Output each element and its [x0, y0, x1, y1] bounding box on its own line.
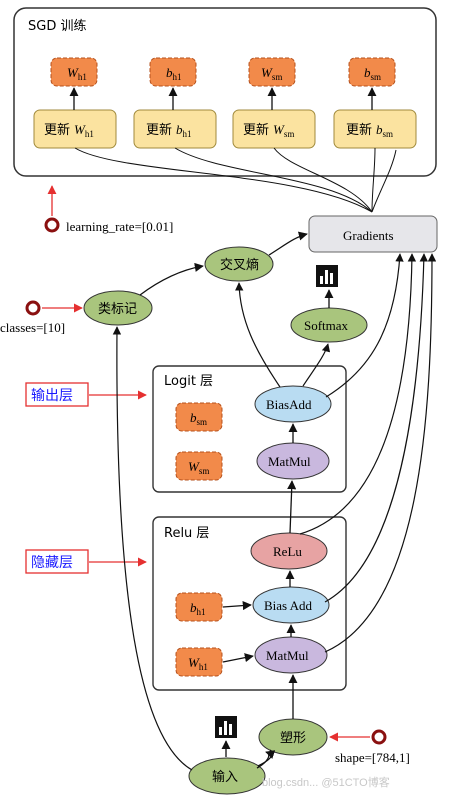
logit-title: Logit 层 — [164, 374, 213, 389]
learning-rate-source: learning_rate=[0.01] — [44, 185, 173, 234]
svg-text:Wh1: Wh1 — [67, 65, 87, 82]
logit-biasadd-node: BiasAdd — [254, 385, 332, 423]
update-b-sm: 更新 bsm — [333, 109, 417, 149]
softmax-node: Softmax — [290, 307, 368, 343]
output-layer-label: 输出层 — [25, 382, 147, 407]
relu-w-h1: Wh1 — [175, 647, 223, 677]
shape-label: shape=[784,1] — [335, 750, 410, 765]
output-layer-text: 输出层 — [31, 388, 73, 404]
update-prefix: 更新 — [346, 122, 372, 138]
update-b-h1: 更新 bh1 — [133, 109, 217, 149]
update-sub: sm — [284, 129, 295, 139]
relu-matmul-node: MatMul — [254, 636, 328, 674]
param-base: b — [166, 65, 173, 80]
param-base: b — [364, 65, 371, 80]
logit-matmul-label: MatMul — [268, 454, 311, 469]
logit-w-sm: Wsm — [175, 451, 223, 481]
cross-entropy-node: 交叉熵 — [204, 246, 274, 282]
param-sub: h1 — [78, 72, 87, 82]
param-base: b — [190, 600, 197, 615]
gradient-to-update-curves — [74, 147, 397, 213]
param-base: W — [261, 65, 273, 80]
cross-entropy-label: 交叉熵 — [220, 257, 259, 273]
param-base: b — [190, 410, 197, 425]
sgd-param-w-sm: Wsm — [248, 57, 296, 87]
relu-label: ReLu — [273, 544, 302, 559]
classes-source: classes=[10] — [0, 300, 83, 335]
param-sub: h1 — [197, 607, 206, 617]
summary-bar-icon — [215, 716, 237, 738]
input-label: 输入 — [212, 769, 238, 785]
input-node: 输入 — [188, 757, 266, 795]
watermark: blog.csdn... @51CTO博客 — [262, 775, 390, 789]
svg-text:bsm: bsm — [364, 65, 381, 82]
update-prefix: 更新 — [146, 122, 172, 138]
relu-b-h1: bh1 — [175, 592, 223, 622]
update-base: W — [273, 122, 285, 137]
hidden-layer-text: 隐藏层 — [31, 555, 73, 571]
sgd-param-w-h1: Wh1 — [50, 57, 98, 87]
relu-biasadd-label: Bias Add — [264, 598, 313, 613]
circle-source-icon — [44, 217, 60, 233]
update-prefix: 更新 — [44, 122, 70, 138]
svg-text:bh1: bh1 — [190, 600, 206, 617]
param-base: W — [188, 655, 200, 670]
param-sub: h1 — [199, 662, 208, 672]
param-base: W — [67, 65, 79, 80]
svg-text:Wsm: Wsm — [261, 65, 282, 82]
param-sub: h1 — [173, 72, 182, 82]
update-sub: h1 — [183, 129, 192, 139]
param-sub: sm — [199, 466, 210, 476]
reshape-node: 塑形 — [258, 718, 328, 756]
param-sub: sm — [371, 72, 382, 82]
update-sub: sm — [383, 129, 394, 139]
relu-matmul-label: MatMul — [266, 648, 309, 663]
relu-node: ReLu — [250, 532, 328, 570]
update-w-h1: 更新 Wh1 — [33, 109, 117, 149]
shape-source: shape=[784,1] — [329, 729, 410, 765]
relu-arrows — [222, 480, 297, 663]
update-w-sm: 更新 Wsm — [232, 109, 316, 149]
update-arrows — [69, 87, 377, 110]
update-base: W — [74, 122, 86, 137]
circle-source-icon — [25, 300, 41, 316]
update-prefix: 更新 — [243, 122, 269, 138]
svg-text:bh1: bh1 — [166, 65, 182, 82]
logit-b-sm: bsm — [175, 402, 223, 432]
summary-bar-icon — [316, 265, 338, 287]
gradients-node: Gradients — [308, 215, 438, 253]
learning-rate-label: learning_rate=[0.01] — [66, 219, 173, 234]
circle-source-icon — [371, 729, 387, 745]
logit-biasadd-label: BiasAdd — [266, 397, 312, 412]
class-label-node: 类标记 — [83, 290, 153, 326]
hidden-layer-label: 隐藏层 — [25, 549, 147, 574]
sgd-training-box: SGD 训练 — [13, 7, 437, 177]
sgd-param-b-h1: bh1 — [149, 57, 197, 87]
logit-matmul-node: MatMul — [256, 442, 330, 480]
reshape-label: 塑形 — [280, 731, 306, 746]
param-sub: sm — [197, 417, 208, 427]
svg-text:bsm: bsm — [190, 410, 207, 427]
param-sub: sm — [272, 72, 283, 82]
class-label-text: 类标记 — [98, 302, 137, 317]
classes-label: classes=[10] — [0, 320, 65, 335]
svg-text:Wsm: Wsm — [188, 459, 209, 476]
relu-biasadd-node: Bias Add — [252, 586, 330, 624]
update-base: b — [176, 122, 183, 137]
gradients-label: Gradients — [343, 228, 394, 243]
svg-text:Wh1: Wh1 — [188, 655, 208, 672]
update-base: b — [376, 122, 383, 137]
relu-title: Relu 层 — [164, 526, 209, 541]
param-base: W — [188, 459, 200, 474]
sgd-title: SGD 训练 — [28, 19, 86, 34]
update-sub: h1 — [85, 129, 94, 139]
sgd-param-b-sm: bsm — [348, 57, 396, 87]
softmax-label: Softmax — [304, 318, 349, 333]
